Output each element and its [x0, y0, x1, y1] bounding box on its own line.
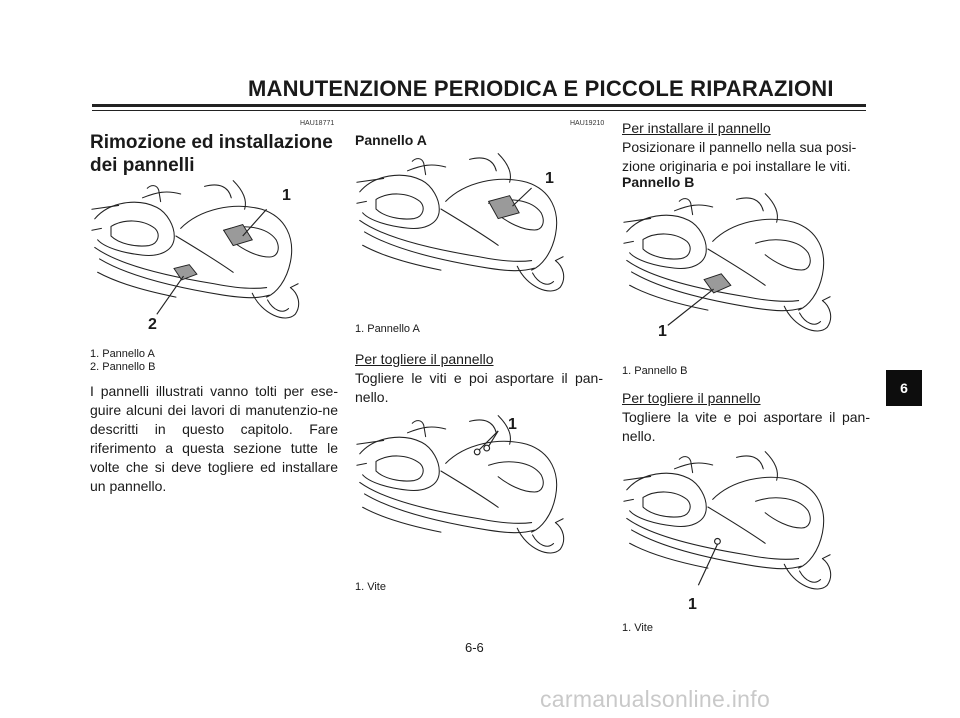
figure-vite-a: [355, 412, 565, 572]
section-title: Rimozione ed installazione dei pannelli: [90, 131, 340, 177]
caption-list: 1. Pannello A 2. Pannello B: [90, 348, 155, 374]
caption-item: 1. Vite: [355, 581, 386, 593]
figure-pannello-b: [622, 190, 832, 350]
remove-heading: Per togliere il pannello: [355, 351, 494, 367]
panel-a-highlight: [487, 195, 520, 220]
leader-line-1: [667, 288, 714, 326]
scooter-illustration: [623, 193, 832, 332]
panel-b-highlight: [703, 273, 732, 294]
section-code: HAU19210: [570, 120, 605, 127]
callout-1: 1: [282, 187, 291, 204]
callout-1: 1: [545, 170, 554, 187]
caption-item: 1. Pannello B: [622, 365, 688, 377]
intro-paragraph: I pannelli illustrati vanno tolti per es…: [90, 383, 338, 494]
watermark: carmanualsonline.info: [540, 686, 771, 712]
leader-line-1b: [488, 430, 499, 447]
header-rule-thick: [92, 104, 866, 107]
page-number: 6-6: [465, 640, 484, 655]
section-title-line2: dei pannelli: [90, 155, 195, 176]
figure-pannello-a: [355, 150, 565, 310]
scooter-illustration: [623, 451, 832, 590]
leader-line-1: [242, 208, 268, 237]
leader-line-1: [512, 187, 532, 207]
callout-1: 1: [658, 323, 667, 340]
figure-vite-b: [622, 448, 832, 608]
caption-item: 1. Pannello A: [355, 323, 420, 335]
panel-b-highlight: [173, 264, 198, 281]
subtitle-pannello-b: Pannello B: [622, 174, 695, 190]
section-code: HAU18771: [300, 120, 335, 127]
scooter-illustration: [91, 180, 300, 319]
caption-item: 2. Pannello B: [90, 361, 156, 373]
remove-text: Togliere le viti e poi asportare il pan-…: [355, 370, 603, 405]
screw-marker: [473, 448, 481, 456]
caption-item: 1. Pannello A: [90, 348, 155, 360]
leader-line-1: [697, 543, 718, 586]
page-header-title: MANUTENZIONE PERIODICA E PICCOLE RIPARAZ…: [248, 76, 834, 101]
chapter-tab: 6: [886, 370, 922, 406]
leader-line-2: [156, 275, 185, 315]
leader-line-1: [478, 430, 499, 451]
callout-1: 1: [688, 596, 697, 613]
scooter-illustration: [356, 153, 565, 292]
caption-item: 1. Vite: [622, 622, 653, 634]
subtitle-pannello-a: Pannello A: [355, 132, 427, 148]
section-title-line1: Rimozione ed installazione: [90, 132, 333, 153]
figure-panels-overview: [90, 172, 300, 342]
remove-text: Togliere la vite e poi asportare il pan-…: [622, 409, 870, 444]
scooter-illustration: [356, 415, 565, 554]
callout-1: 1: [508, 416, 517, 433]
screw-marker: [483, 444, 491, 452]
callout-2: 2: [148, 316, 157, 333]
install-heading: Per installare il pannello: [622, 120, 771, 136]
remove-heading: Per togliere il pannello: [622, 390, 761, 406]
panel-a-highlight: [222, 223, 254, 247]
header-rule-thin: [92, 110, 866, 111]
screw-marker: [714, 537, 721, 545]
install-text: Posizionare il pannello nella sua posi-z…: [622, 139, 857, 174]
